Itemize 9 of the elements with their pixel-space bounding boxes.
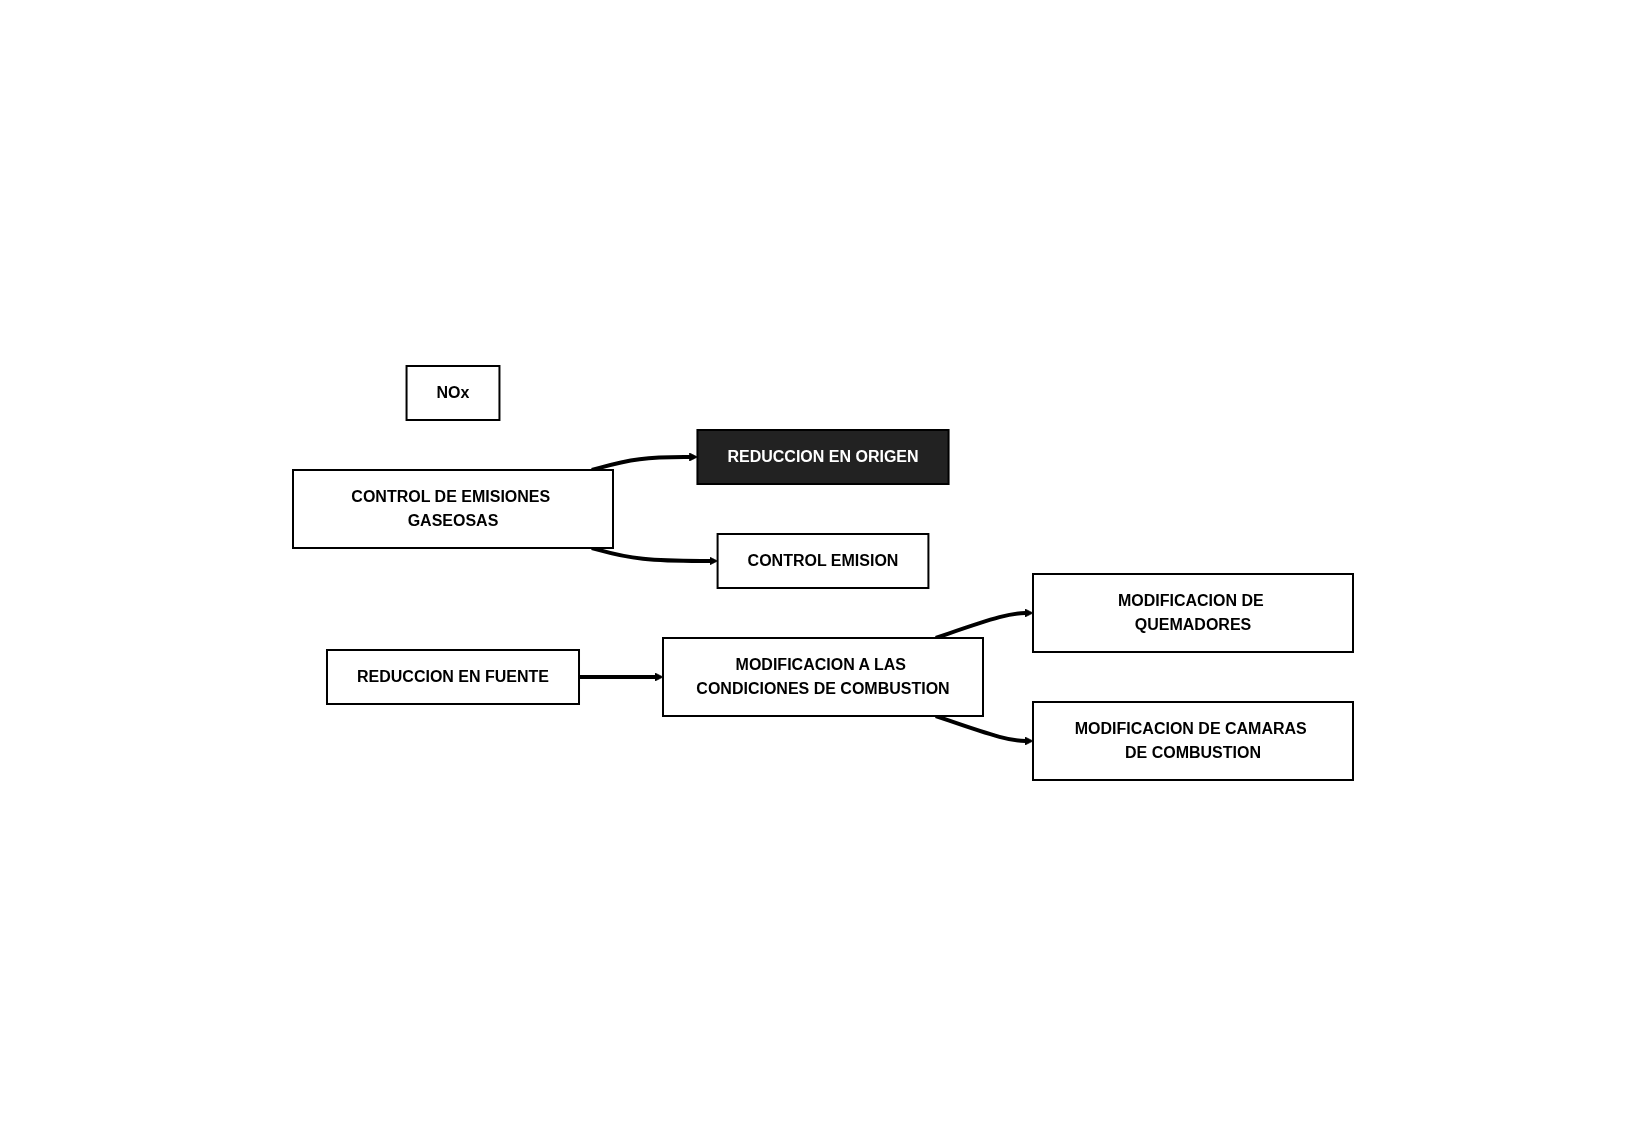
arrow xyxy=(579,672,664,681)
node-box: CONTROL EMISION xyxy=(716,532,930,589)
node-box: MODIFICACION DE CAMARAS DE COMBUSTION xyxy=(1032,700,1354,781)
node-box: REDUCCION EN FUENTE xyxy=(326,648,580,705)
node-box: MODIFICACION DE QUEMADORES xyxy=(1032,572,1354,653)
node-box: MODIFICACION A LAS CONDICIONES DE COMBUSTION xyxy=(662,636,984,717)
node-box: REDUCCION EN ORIGEN xyxy=(696,428,950,485)
node-box: NOx xyxy=(405,364,501,421)
node-box: CONTROL DE EMISIONES GASEOSAS xyxy=(292,468,614,549)
